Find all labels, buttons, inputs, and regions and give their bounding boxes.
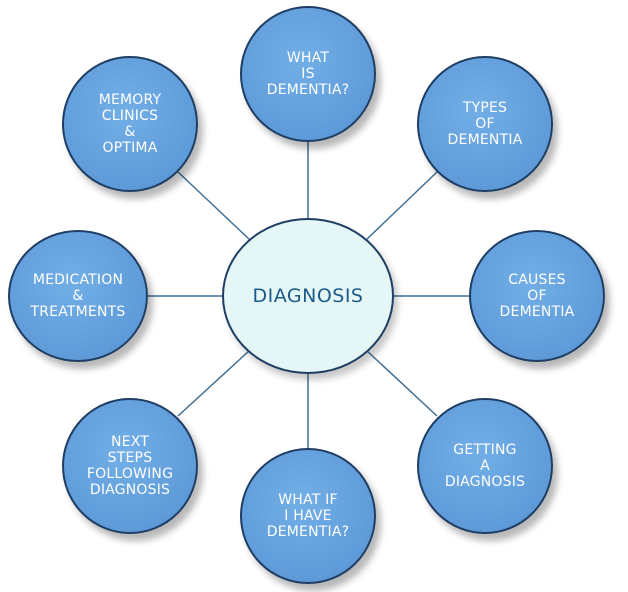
next-steps-following-diagnosis-label: NEXT STEPS FOLLOWING DIAGNOSIS bbox=[86, 434, 174, 498]
medication-treatments-label: MEDICATION & TREATMENTS bbox=[30, 272, 126, 320]
diagnosis-center-label: DIAGNOSIS bbox=[252, 285, 364, 307]
connector-getting-a-diagnosis bbox=[365, 349, 438, 417]
next-steps-following-diagnosis-node[interactable]: NEXT STEPS FOLLOWING DIAGNOSIS bbox=[62, 398, 198, 534]
memory-clinics-optima-label: MEMORY CLINICS & OPTIMA bbox=[98, 92, 162, 156]
getting-a-diagnosis-node[interactable]: GETTING A DIAGNOSIS bbox=[417, 398, 553, 534]
what-if-i-have-dementia-node[interactable]: WHAT IF I HAVE DEMENTIA? bbox=[240, 448, 376, 584]
types-of-dementia-node[interactable]: TYPES OF DEMENTIA bbox=[417, 56, 553, 192]
memory-clinics-optima-node[interactable]: MEMORY CLINICS & OPTIMA bbox=[62, 56, 198, 192]
what-if-i-have-dementia-label: WHAT IF I HAVE DEMENTIA? bbox=[266, 492, 350, 540]
causes-of-dementia-node[interactable]: CAUSES OF DEMENTIA bbox=[469, 230, 605, 362]
what-is-dementia-node[interactable]: WHAT IS DEMENTIA? bbox=[240, 6, 376, 142]
what-is-dementia-label: WHAT IS DEMENTIA? bbox=[266, 50, 350, 98]
diagnosis-center-node[interactable]: DIAGNOSIS bbox=[222, 218, 394, 374]
medication-treatments-node[interactable]: MEDICATION & TREATMENTS bbox=[8, 230, 148, 362]
causes-of-dementia-label: CAUSES OF DEMENTIA bbox=[499, 272, 575, 320]
getting-a-diagnosis-label: GETTING A DIAGNOSIS bbox=[444, 442, 526, 490]
connector-next-steps bbox=[177, 349, 251, 417]
connector-memory-clinics bbox=[177, 171, 251, 241]
types-of-dementia-label: TYPES OF DEMENTIA bbox=[447, 100, 523, 148]
connector-types-of-dementia bbox=[365, 171, 438, 241]
